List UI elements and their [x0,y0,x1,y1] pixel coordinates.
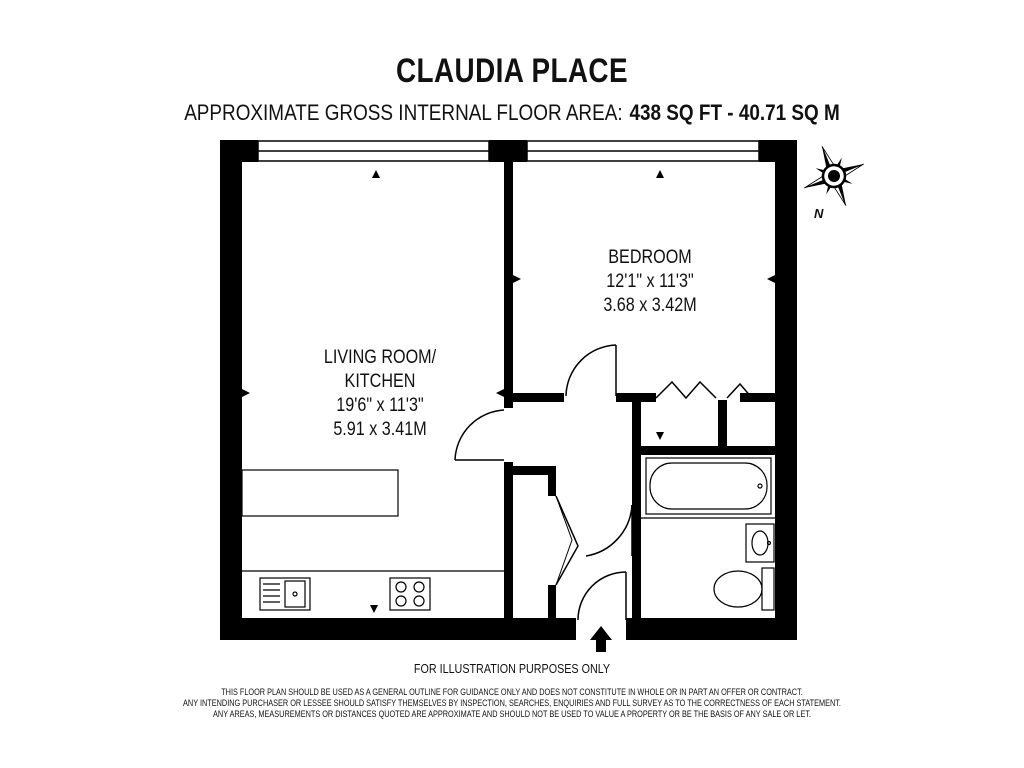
bedroom-wall-lower-left [504,393,564,402]
floor-area-label: APPROXIMATE GROSS INTERNAL FLOOR AREA: [184,100,623,125]
right-wall [775,140,797,640]
windows [257,140,760,162]
dimension-markers [242,170,775,613]
disclaimer: THIS FLOOR PLAN SHOULD BE USED AS A GENE… [113,686,912,719]
living-room-name-2: KITCHEN [344,371,416,392]
partition-upper [504,160,513,408]
bedroom-wall-lower-right [616,393,656,402]
disclaimer-line-3: ANY AREAS, MEASUREMENTS OR DISTANCES QUO… [213,708,811,719]
sink-icon [259,577,311,611]
kitchen-island [241,469,399,517]
illustration-note: FOR ILLUSTRATION PURPOSES ONLY [413,662,611,676]
kitchen-fittings [241,469,504,611]
bathroom-top-wall [632,446,777,455]
floor-area-value: 438 SQ FT - 40.71 SQ M [629,100,840,125]
wardrobe-divider-right [718,400,727,450]
wardrobe-right-doors [726,382,753,399]
cupboard-top-wall [504,466,556,475]
top-wall-right [759,140,797,162]
toilet-cistern [761,567,775,611]
bedroom-door-swing [565,344,617,397]
living-room-name-1: LIVING ROOM/ [323,347,437,368]
bathroom-left-wall [632,446,641,618]
cupboard-bifold [555,495,579,586]
plan-title: CLAUDIA PLACE [396,52,628,90]
bedroom-metric: 3.68 x 3.42M [603,295,697,316]
living-room-label: LIVING ROOM/ KITCHEN 19'6" x 11'3" 5.91 … [312,346,448,442]
compass-icon [804,146,864,206]
bedroom-wall-wardrobe-right [740,393,777,402]
entrance-arrow-icon [590,626,612,652]
living-room-imperial: 19'6" x 11'3" [336,395,424,416]
entrance-door-swing [577,571,627,621]
cupboard-bottom-jamb [548,585,556,620]
bedroom-label: BEDROOM 12'1" x 11'3" 3.68 x 3.42M [582,246,718,318]
partition-lower [504,462,513,620]
compass-north-label: N [814,206,824,221]
bathtub-icon [645,457,772,515]
basin-icon [745,523,775,563]
wardrobe-divider-left [632,400,641,450]
toilet-icon [713,570,763,608]
left-wall [220,140,242,640]
inner-walls [504,160,777,620]
outer-walls [220,140,797,640]
disclaimer-line-1: THIS FLOOR PLAN SHOULD BE USED AS A GENE… [221,686,803,697]
bathroom-door-swing [585,504,633,557]
hob-icon [389,577,431,611]
living-door-swing [454,409,505,461]
bottom-wall-left [220,618,576,640]
bathroom-fittings [641,457,775,611]
top-wall-left [220,140,258,162]
top-wall-middle [489,140,527,162]
living-room-metric: 5.91 x 3.41M [333,419,427,440]
cupboard-top-jamb [548,466,556,496]
wardrobe-left-doors [655,380,717,400]
doors [454,344,753,621]
bottom-wall-right [626,618,797,640]
floor-area-line: APPROXIMATE GROSS INTERNAL FLOOR AREA:43… [72,100,953,126]
disclaimer-line-2: ANY INTENDING PURCHASER OR LESSEE SHOULD… [183,697,841,708]
bedroom-imperial: 12'1" x 11'3" [606,271,694,292]
bedroom-name: BEDROOM [608,247,692,268]
